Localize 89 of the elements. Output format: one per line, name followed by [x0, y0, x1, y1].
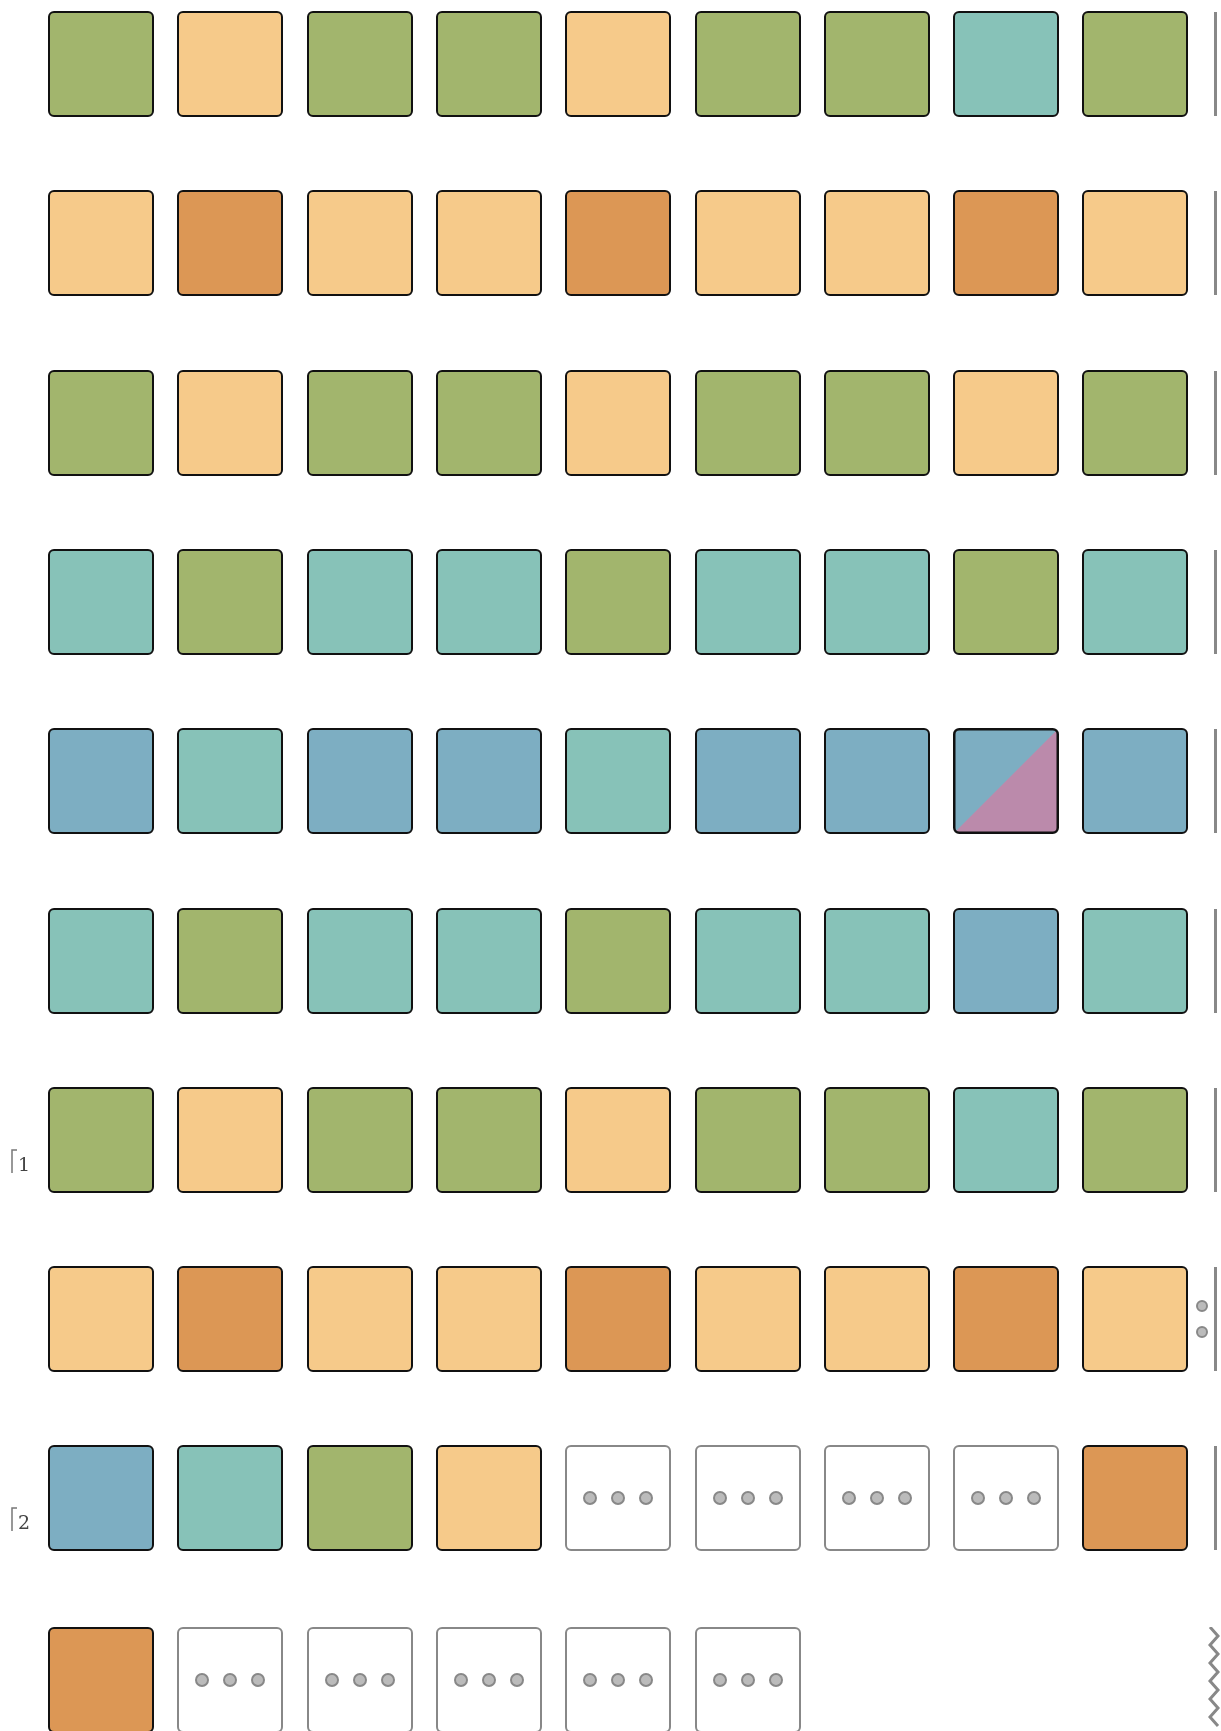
ending-number: 2 [18, 1513, 31, 1532]
chord-block [177, 908, 284, 1014]
empty-slot [306, 1627, 413, 1731]
chord-block [694, 1266, 801, 1372]
chord-block [435, 1087, 542, 1193]
empty-slot [953, 1445, 1060, 1551]
chord-block [823, 1266, 930, 1372]
chord-block [694, 370, 801, 476]
chord-block [1082, 1445, 1189, 1551]
empty-slot [177, 1627, 284, 1731]
chord-block [565, 549, 672, 655]
chord-block [1082, 908, 1189, 1014]
chord-block [306, 549, 413, 655]
chord-block [435, 1445, 542, 1551]
chord-block [953, 908, 1060, 1014]
chord-block [177, 728, 284, 834]
ending-number: 1 [18, 1155, 31, 1174]
chord-block [306, 190, 413, 296]
chord-block [177, 1445, 284, 1551]
chord-block [1082, 1087, 1189, 1193]
chord-block [953, 190, 1060, 296]
chord-block [177, 11, 284, 117]
chord-block [177, 370, 284, 476]
chord-block [565, 908, 672, 1014]
chord-block [823, 549, 930, 655]
empty-slot [694, 1445, 801, 1551]
empty-slot [694, 1627, 801, 1731]
chord-block [823, 11, 930, 117]
chord-block [48, 728, 154, 834]
chord-block [565, 1266, 672, 1372]
chord-block [1082, 370, 1189, 476]
chord-block [1082, 549, 1189, 655]
chord-block [48, 11, 154, 117]
chord-block [694, 549, 801, 655]
chord-block [48, 190, 154, 296]
chord-block [953, 11, 1060, 117]
chord-block [565, 728, 672, 834]
chord-block [565, 370, 672, 476]
chord-block [48, 1087, 154, 1193]
chord-block [823, 370, 930, 476]
chord-block [48, 1627, 154, 1731]
chord-block [435, 549, 542, 655]
chord-block [306, 728, 413, 834]
empty-slot [435, 1627, 542, 1731]
chord-block [48, 370, 154, 476]
chord-block [306, 1087, 413, 1193]
chord-block [177, 1087, 284, 1193]
chord-block [1082, 190, 1189, 296]
chord-block [823, 728, 930, 834]
empty-slot [823, 1445, 930, 1551]
chord-block [177, 549, 284, 655]
chord-block [694, 11, 801, 117]
chord-block [694, 908, 801, 1014]
chord-block [953, 370, 1060, 476]
chord-block [48, 549, 154, 655]
chord-block [48, 1445, 154, 1551]
chord-block [565, 11, 672, 117]
chord-block [823, 190, 930, 296]
empty-slot [565, 1445, 672, 1551]
split-chord-block [953, 728, 1060, 834]
chord-block [435, 370, 542, 476]
chord-block [953, 1266, 1060, 1372]
chord-block [435, 1266, 542, 1372]
chord-block [48, 908, 154, 1014]
chord-block [177, 190, 284, 296]
chord-block [435, 728, 542, 834]
chord-block [1082, 728, 1189, 834]
chord-block [435, 11, 542, 117]
chord-block [435, 190, 542, 296]
chord-block [823, 1087, 930, 1193]
chord-block [565, 190, 672, 296]
chord-block [823, 908, 930, 1014]
chord-block [177, 1266, 284, 1372]
chord-block [953, 1087, 1060, 1193]
chord-block [306, 908, 413, 1014]
chord-block [1082, 1266, 1189, 1372]
chord-block [306, 1266, 413, 1372]
chord-block [48, 1266, 154, 1372]
chord-block [306, 1445, 413, 1551]
chord-block [306, 370, 413, 476]
chord-block [1082, 11, 1189, 117]
chord-block [953, 549, 1060, 655]
chord-block [694, 1087, 801, 1193]
empty-slot [565, 1627, 672, 1731]
chord-block [694, 190, 801, 296]
chord-block [435, 908, 542, 1014]
chord-block [306, 11, 413, 117]
chord-block [565, 1087, 672, 1193]
chord-block [694, 728, 801, 834]
